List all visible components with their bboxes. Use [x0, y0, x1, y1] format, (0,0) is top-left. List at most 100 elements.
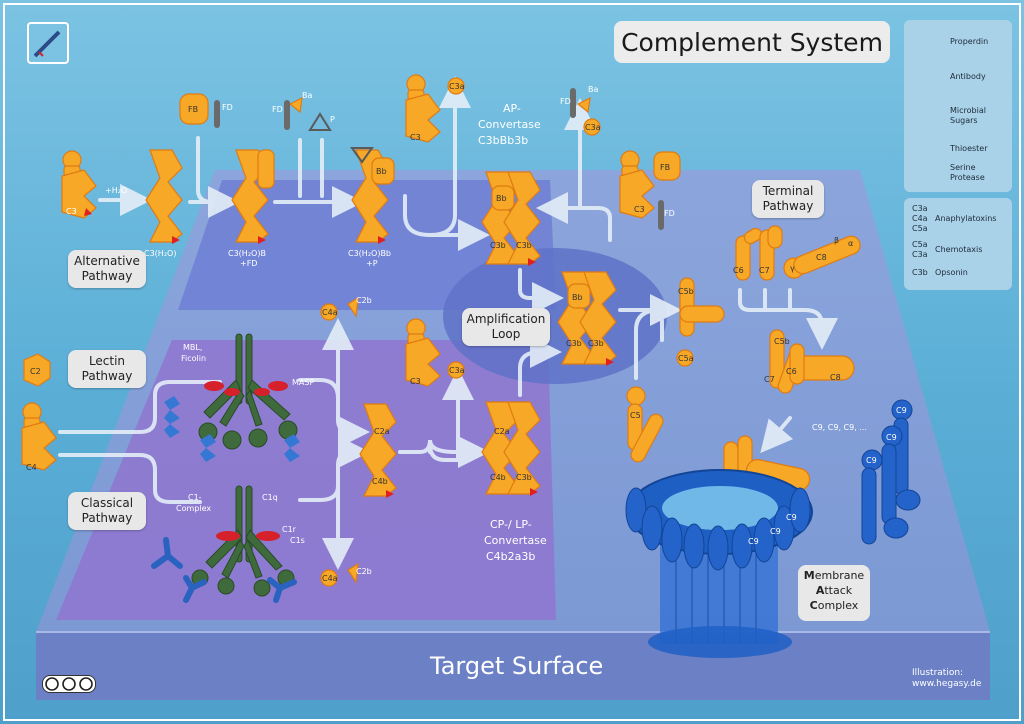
c1-complex	[191, 485, 295, 597]
label-c5b-2: C5b	[774, 337, 790, 346]
label-c3-middle: C3	[410, 377, 421, 386]
label-fd-1: FD	[222, 103, 233, 112]
label-c2: C2	[30, 367, 41, 376]
ap-label-3: C3bBb3b	[478, 134, 528, 147]
label-c7: C7	[759, 266, 770, 275]
legend-c3b: C3b	[912, 268, 928, 277]
ap-label-1: AP-	[503, 102, 521, 115]
label-fd-4: FD	[664, 209, 675, 218]
alternative-pathway-box: Alternative Pathway	[68, 250, 146, 288]
label-c1s: C1s	[290, 536, 305, 545]
c2-molecule	[23, 353, 51, 387]
legend-anaphylatoxins: Anaphylatoxins	[935, 214, 997, 223]
label-h2o: +H₂O	[105, 186, 127, 195]
c6-c7-c8-molecules	[735, 225, 861, 281]
mac-pore	[625, 469, 813, 658]
syringe-icon	[27, 22, 69, 64]
label-ba-2: Ba	[588, 85, 598, 94]
label-ba-1: Ba	[302, 91, 312, 100]
label-p: P	[330, 115, 335, 124]
label-c6: C6	[733, 266, 744, 275]
label-c5a: C5a	[678, 354, 694, 363]
label-fd-3: FD	[560, 97, 571, 106]
c5b8-complex	[769, 329, 855, 394]
label-c3: C3	[66, 207, 77, 216]
legend-antibody: Antibody	[950, 72, 986, 81]
label-bb-1: Bb	[376, 167, 387, 176]
label-alpha: α	[848, 239, 853, 248]
label-c3b-2: C3b	[516, 241, 532, 250]
c3-molecule-left	[61, 150, 97, 219]
antibodies	[151, 537, 297, 603]
c5-molecule	[626, 386, 664, 463]
mbl-complex	[198, 333, 298, 450]
label-c3b-3: C3b	[566, 339, 582, 348]
label-p-plus: +P	[366, 259, 378, 268]
label-fd-2: FD	[272, 105, 283, 114]
label-c9-f: C9	[748, 537, 759, 546]
label-c3b-1: C3b	[490, 241, 506, 250]
label-mbl: MBL,	[183, 343, 202, 352]
label-c9-c: C9	[866, 456, 877, 465]
ap-label-2: Convertase	[478, 118, 541, 131]
label-c8-2: C8	[830, 373, 841, 382]
alternative-pathway-label: Alternative Pathway	[74, 254, 140, 283]
label-bb-3: Bb	[572, 293, 583, 302]
label-c1r: C1r	[282, 525, 297, 534]
label-c4: C4	[26, 463, 37, 472]
label-fb: FB	[188, 105, 198, 114]
label-c1-1: C1-	[188, 493, 202, 502]
label-c5: C5	[630, 411, 641, 420]
label-c4b-2: C4b	[490, 473, 506, 482]
c3-h2o-molecule	[145, 149, 183, 243]
label-c8: C8	[816, 253, 827, 262]
cp-convertase-molecule	[481, 401, 541, 495]
cc-license-icon	[42, 675, 96, 693]
legend-chemotaxis: Chemotaxis	[935, 245, 983, 254]
classical-pathway-label: Classical Pathway	[80, 496, 134, 525]
label-bb-2: Bb	[496, 194, 507, 203]
target-surface-label: Target Surface	[430, 652, 604, 680]
terminal-pathway-label: Terminal Pathway	[762, 184, 814, 213]
legend-properdin: Properdin	[950, 37, 989, 46]
label-c4a-2: C4a	[322, 574, 338, 583]
cp-label-3: C4b2a3b	[486, 550, 535, 563]
label-c3a-2: C3a	[585, 123, 601, 132]
classical-pathway-box: Classical Pathway	[68, 492, 146, 530]
label-c2b-2: C2b	[356, 567, 372, 576]
arrows	[58, 76, 838, 570]
mac-box: Membrane Attack Complex	[798, 565, 870, 621]
label-c1-2: Complex	[176, 504, 211, 513]
label-c9-d: C9	[786, 513, 797, 522]
label-c3a-1: C3a	[449, 82, 465, 91]
label-c9-a: C9	[896, 406, 907, 415]
label-masp: MASP	[292, 378, 314, 387]
molecule-labels: C3 +H₂O C3(H₂O) FB FD C3(H₂O)B +FD FD Ba…	[26, 82, 907, 583]
c5b-molecule	[679, 277, 725, 337]
c3-molecule-right	[619, 150, 655, 219]
classical-zone	[56, 340, 556, 620]
c4-molecule	[21, 402, 57, 471]
label-c9-many: C9, C9, C9, ...	[812, 423, 867, 432]
amplification-loop-box: Amplification Loop	[462, 308, 550, 346]
label-c3a-3: C3a	[449, 366, 465, 375]
label-c3b-4: C3b	[588, 339, 604, 348]
label-gamma: γ	[790, 264, 795, 273]
label-c9-e: C9	[770, 527, 781, 536]
convertase-labels: AP- Convertase C3bBb3b CP-/ LP- Converta…	[478, 102, 547, 563]
alt-pathway-zone	[178, 180, 556, 310]
free-c9	[861, 399, 921, 545]
fb-molecule	[179, 93, 209, 125]
label-c3-top: C3	[410, 133, 421, 142]
lectin-pathway-label: Lectin Pathway	[81, 354, 133, 383]
frame-border	[3, 3, 1021, 721]
label-c9-b: C9	[886, 433, 897, 442]
label-ficolin: Ficolin	[181, 354, 206, 363]
label-c5b: C5b	[678, 287, 694, 296]
proteins	[21, 74, 861, 587]
